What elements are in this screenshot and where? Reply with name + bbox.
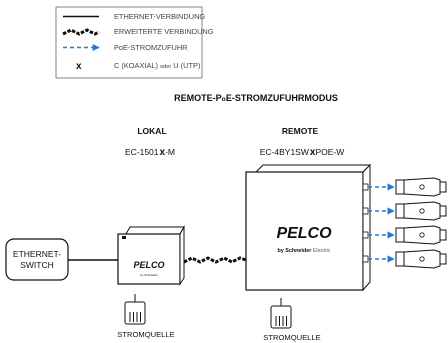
remote-device-byline: by Schneider Electric: [277, 248, 330, 254]
remote-power-plug-icon: [270, 297, 292, 329]
remote-device: PELCO by Schneider Electric: [245, 163, 372, 292]
legend-ethernet-label: ETHERNET-VERBINDUNG: [114, 12, 205, 21]
remote-power-label: STROMQUELLE: [263, 333, 320, 342]
diagram-title: REMOTE-PoE-STROMZUFUHRMODUS: [174, 93, 338, 103]
camera-icon-2: [395, 201, 447, 221]
camera-icon-3: [395, 225, 447, 245]
local-device-byline: by Schneider: [140, 273, 158, 277]
remote-label: REMOTE: [282, 126, 319, 136]
extended-connection-line: [183, 256, 247, 264]
local-power-label: STROMQUELLE: [117, 330, 174, 339]
local-device: PELCO by Schneider: [117, 225, 185, 286]
switch-line1: ETHERNET-: [13, 249, 61, 259]
camera-icon-4: [395, 249, 447, 269]
local-power-plug-icon: [124, 293, 146, 325]
camera-icon-1: [395, 177, 447, 197]
legend-frame: [55, 6, 203, 79]
local-model: EC-1501x-M: [125, 147, 175, 158]
legend-extended-label: ERWEITERTE VERBINDUNG: [114, 27, 214, 36]
remote-device-brand: PELCO: [276, 225, 332, 242]
legend-extended-line: [62, 28, 100, 36]
remote-model: EC-4BY1SWxPOE-W: [260, 147, 345, 158]
legend-symbol-glyph: x: [76, 61, 82, 72]
switch-line2: SWITCH: [20, 260, 54, 270]
legend: ETHERNET-VERBINDUNG ERWEITERTE VERBINDUN…: [55, 6, 214, 79]
legend-poe-label: PoE-STROMZUFUHR: [114, 43, 188, 52]
legend-symbol-label: C (KOAXIAL) oder U (UTP): [114, 61, 200, 70]
local-label: LOKAL: [137, 126, 166, 136]
local-device-brand: PELCO: [133, 260, 164, 270]
